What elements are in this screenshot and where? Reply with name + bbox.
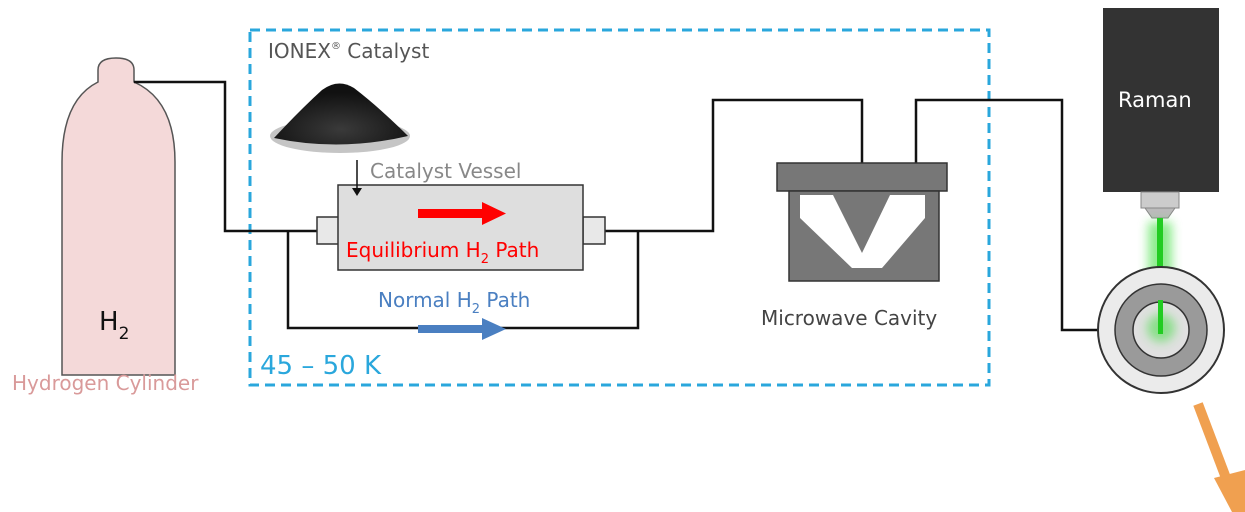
microwave-cavity-label: Microwave Cavity (761, 306, 937, 330)
microwave-cavity-lid (777, 163, 947, 191)
output-arrow-shaft (1198, 404, 1226, 478)
catalyst-powder-image (270, 83, 410, 153)
laser-beam-in-cell (1158, 300, 1163, 334)
catalyst-label: IONEX® Catalyst (268, 39, 429, 63)
raman-lens-mount (1141, 192, 1179, 208)
raman-label: Raman (1118, 88, 1192, 112)
gas-lines (134, 82, 1100, 330)
catalyst-vessel-label: Catalyst Vessel (370, 159, 521, 183)
vessel-inlet-fitting (317, 217, 339, 244)
hydrogen-cylinder-label: Hydrogen Cylinder (12, 371, 199, 395)
output-arrow-head (1214, 470, 1245, 512)
normal-path-label: Normal H2 Path (378, 288, 530, 317)
vessel-outlet-fitting (583, 217, 605, 244)
temperature-zone-label: 45 – 50 K (260, 351, 382, 381)
raman-lens-tip (1145, 208, 1175, 218)
normal-arrow-shaft (418, 325, 484, 333)
cavity-outlet-line (916, 100, 1100, 330)
normal-arrow-head (482, 318, 506, 340)
equilibrium-arrow-shaft (418, 209, 484, 218)
